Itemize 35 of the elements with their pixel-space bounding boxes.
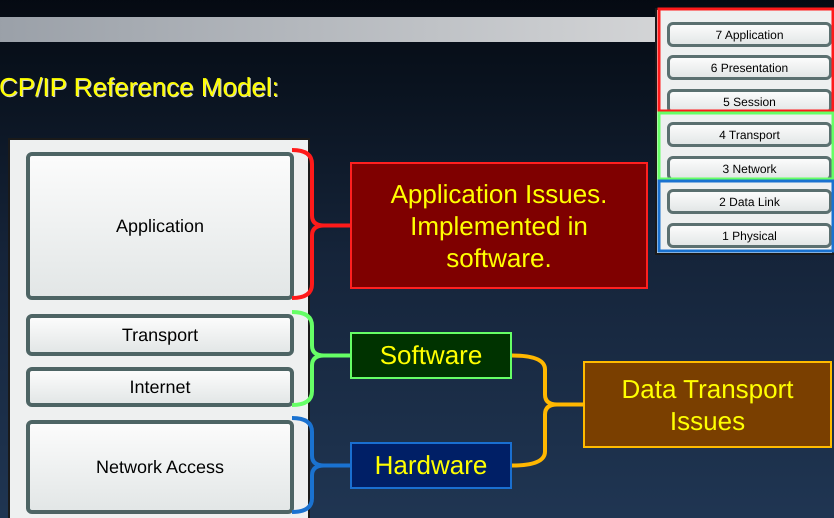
layer-box	[26, 152, 294, 300]
layer-label: Data Transport Issues	[620, 372, 794, 436]
callout-box	[350, 162, 648, 289]
layer-label: Application Issues. Implemented in software.	[390, 178, 608, 274]
layer-label: Transport	[120, 324, 200, 347]
layer-label: Internet	[128, 376, 192, 398]
layer-label: Hardware	[374, 449, 488, 482]
layer-label: Network Access	[94, 456, 226, 478]
layer-box	[667, 122, 832, 147]
layer-box	[667, 223, 832, 248]
layer-box	[26, 367, 294, 407]
callout-box	[350, 332, 512, 379]
curly-bracket	[292, 354, 350, 407]
layer-label: 1 Physical	[721, 228, 778, 244]
title: CP/IP Reference Model:	[0, 71, 279, 104]
layer-label: 7 Application	[714, 26, 785, 44]
layer-box	[667, 22, 832, 47]
layer-box	[26, 314, 294, 356]
layer-label: 4 Transport	[718, 126, 781, 144]
curly-bracket	[512, 402, 583, 468]
layer-box	[667, 189, 832, 214]
layer-panel	[655, 8, 834, 255]
callout-box	[583, 361, 832, 448]
layer-label: Software	[378, 339, 484, 372]
curly-bracket	[290, 416, 352, 514]
layer-label: 2 Data Link	[718, 194, 781, 210]
layer-panel	[8, 138, 310, 518]
layer-label: Application	[114, 214, 206, 238]
layer-label: 5 Session	[722, 94, 777, 110]
callout-box	[350, 442, 512, 489]
layer-box	[667, 55, 832, 80]
layer-label: 3 Network	[721, 160, 778, 178]
layer-box	[26, 420, 294, 514]
curly-bracket	[290, 148, 352, 300]
layer-label: 6 Presentation	[710, 60, 790, 76]
